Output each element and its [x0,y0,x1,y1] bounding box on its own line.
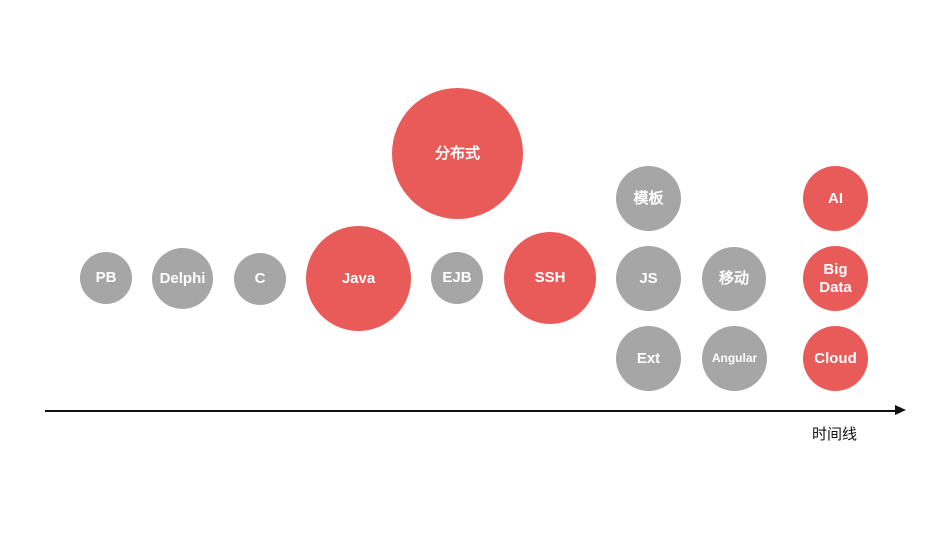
bubble-js: JS [616,246,681,311]
bubble-template: 模板 [616,166,681,231]
timeline-axis [45,410,897,412]
bubble-cloud: Cloud [803,326,868,391]
bubble-ext: Ext [616,326,681,391]
bubble-ssh: SSH [504,232,596,324]
timeline-axis-label: 时间线 [812,426,858,443]
bubble-java: Java [306,226,411,331]
bubble-mobile: 移动 [702,247,766,311]
bubble-angular: Angular [702,326,767,391]
bubble-distributed: 分布式 [392,88,523,219]
bubble-pb: PB [80,252,132,304]
bubble-c: C [234,253,286,305]
bubble-delphi: Delphi [152,248,213,309]
bubble-big-data: Big Data [803,246,868,311]
bubble-ai: AI [803,166,868,231]
bubble-ejb: EJB [431,252,483,304]
timeline-arrowhead [895,405,906,415]
